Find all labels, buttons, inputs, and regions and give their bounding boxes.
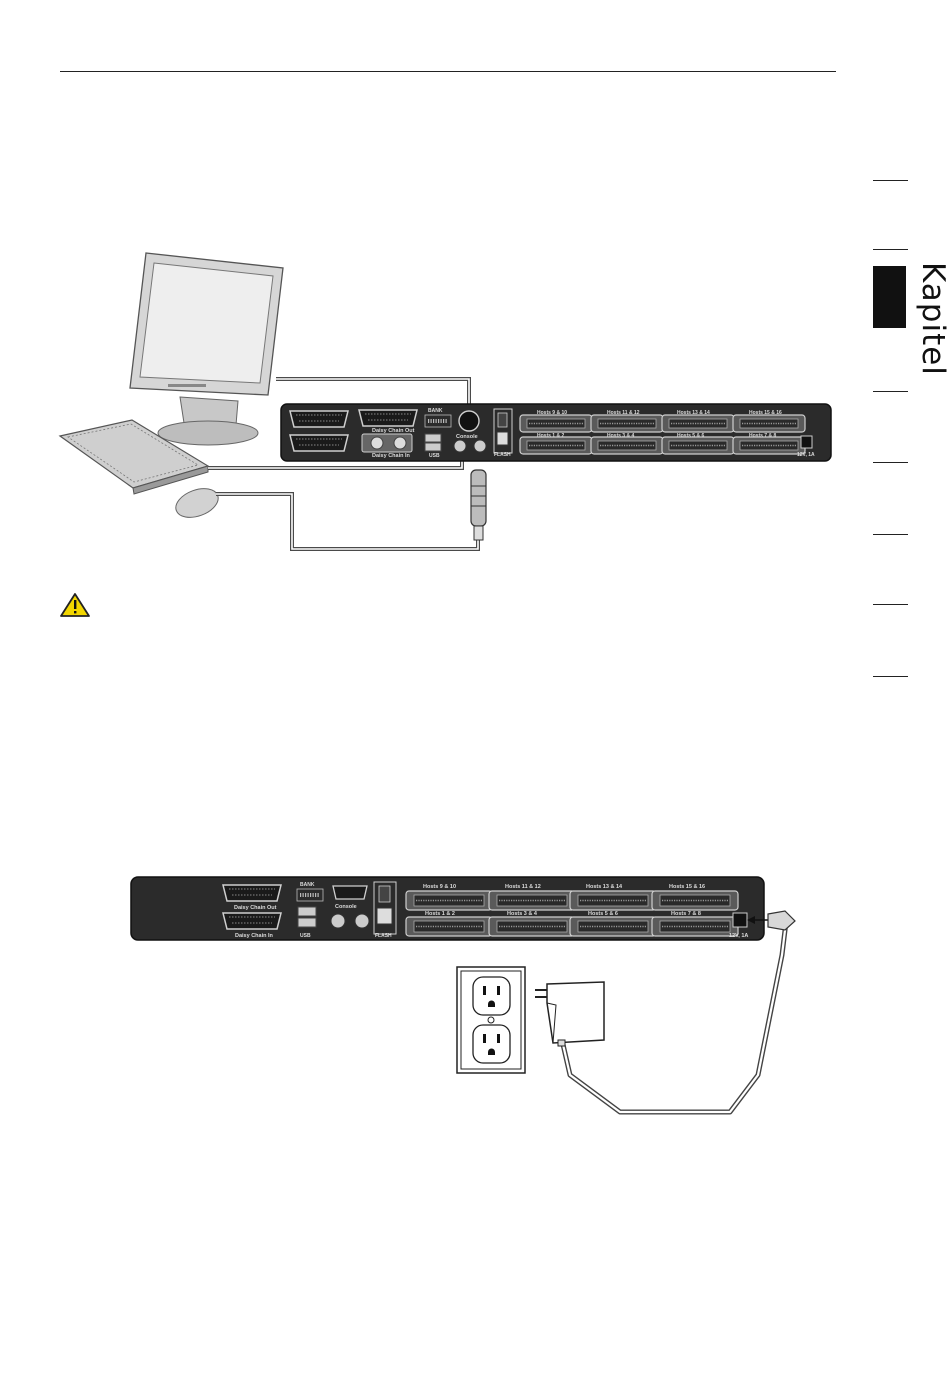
- host-label: Hosts 11 & 12: [607, 410, 640, 416]
- flash-label: FLASH: [494, 452, 511, 458]
- host-label: Hosts 13 & 14: [677, 410, 710, 416]
- header-rule: [60, 71, 836, 72]
- chapter-tab-divider: [873, 462, 908, 463]
- kvm-switch-rear-panel: Daisy Chain Out Daisy Chain In BANK USB …: [130, 876, 765, 941]
- chapter-tab-active[interactable]: [873, 266, 906, 328]
- chapter-tab-divider: [873, 249, 908, 250]
- usb-label: USB: [429, 453, 440, 459]
- console-label: Console: [335, 904, 357, 910]
- host-label: Hosts 1 & 2: [425, 911, 455, 917]
- host-label: Hosts 3 & 4: [507, 911, 538, 917]
- warning-icon: [60, 593, 90, 617]
- kvm-setup-figure: Daisy Chain Out Daisy Chain In BANK USB …: [58, 252, 832, 551]
- host-label: Hosts 5 & 6: [677, 433, 704, 439]
- chapter-tab-divider: [873, 676, 908, 677]
- chapter-tab-divider: [873, 604, 908, 605]
- daisy-chain-out-label: Daisy Chain Out: [234, 905, 277, 911]
- bank-label: BANK: [428, 408, 443, 414]
- daisy-chain-in-label: Daisy Chain In: [372, 453, 411, 459]
- usb-label: USB: [300, 933, 311, 939]
- host-label: Hosts 1 & 2: [537, 433, 564, 439]
- flash-label: FLASH: [375, 933, 392, 939]
- host-label: Hosts 5 & 6: [588, 911, 618, 917]
- chapter-tab-divider: [873, 534, 908, 535]
- power-plug: [767, 910, 796, 931]
- power-label: 12V, 1A: [729, 933, 748, 939]
- host-label: Hosts 9 & 10: [423, 884, 456, 890]
- ac-adapter: [535, 981, 605, 1047]
- host-label: Hosts 15 & 16: [669, 884, 705, 890]
- ps2-plug: [470, 469, 487, 541]
- host-label: Hosts 13 & 14: [586, 884, 623, 890]
- power-label: 12V, 1A: [797, 452, 815, 458]
- wall-outlet: [456, 966, 526, 1074]
- bank-label: BANK: [300, 882, 315, 888]
- daisy-chain-out-label: Daisy Chain Out: [372, 428, 415, 434]
- kvm-switch-rear-panel: Daisy Chain Out Daisy Chain In BANK USB …: [280, 403, 832, 462]
- chapter-tab-divider: [873, 391, 908, 392]
- chapter-label: Kapitel: [915, 262, 950, 376]
- monitor-illustration: [129, 252, 284, 446]
- host-label: Hosts 15 & 16: [749, 410, 782, 416]
- host-label: Hosts 11 & 12: [505, 884, 541, 890]
- host-label: Hosts 7 & 8: [671, 911, 701, 917]
- host-label: Hosts 7 & 8: [749, 433, 776, 439]
- host-label: Hosts 3 & 4: [607, 433, 634, 439]
- mouse-illustration: [175, 488, 219, 518]
- chapter-tab-divider: [873, 180, 908, 181]
- power-connection-figure: Daisy Chain Out Daisy Chain In BANK USB …: [130, 876, 796, 1115]
- host-label: Hosts 9 & 10: [537, 410, 567, 416]
- console-label: Console: [456, 434, 478, 440]
- daisy-chain-in-label: Daisy Chain In: [235, 933, 274, 939]
